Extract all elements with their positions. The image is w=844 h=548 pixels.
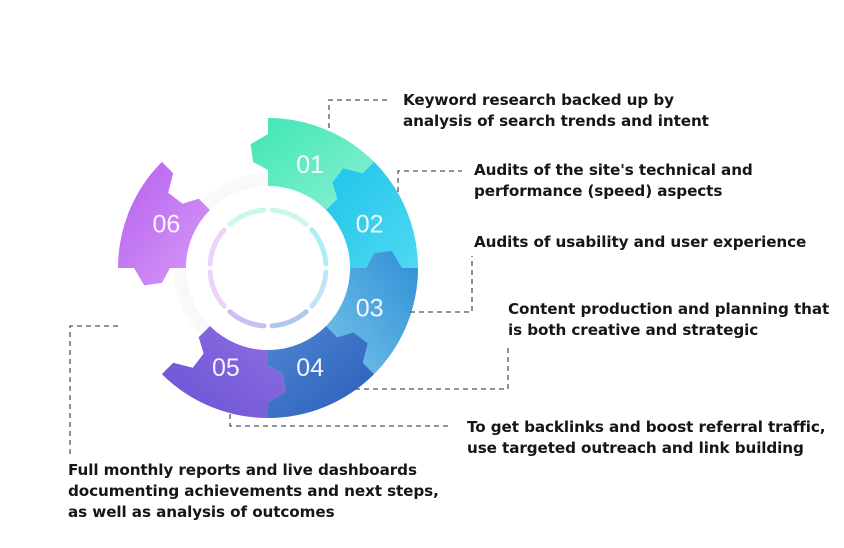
inner-ring-arc	[269, 207, 309, 227]
hub	[186, 186, 350, 350]
inner-ring-arc	[309, 269, 329, 309]
callout-06: Full monthly reports and live dashboards…	[68, 460, 439, 523]
leader-line-03	[410, 256, 473, 313]
segment-04	[268, 326, 375, 418]
callout-03: Audits of usability and user experience	[474, 232, 806, 253]
segment-number-05: 05	[212, 354, 240, 382]
callout-05-line-1: To get backlinks and boost referral traf…	[467, 418, 826, 436]
callout-06-line-3: as well as analysis of outcomes	[68, 503, 335, 521]
segment-05	[161, 326, 286, 418]
leader-line-06	[69, 325, 118, 455]
callout-02: Audits of the site's technical and perfo…	[474, 160, 753, 202]
segment-06	[117, 161, 210, 286]
inner-ring-arc	[269, 309, 309, 329]
segment-03	[326, 250, 418, 375]
segment-number-02: 02	[356, 211, 384, 239]
segment-number-04: 04	[296, 354, 324, 382]
leader-line-05	[229, 414, 452, 427]
inner-ring-arc	[227, 309, 267, 329]
leader-lines	[69, 99, 509, 455]
inner-ring-arc	[309, 227, 329, 267]
callout-03-line-1: Audits of usability and user experience	[474, 233, 807, 251]
segment-01	[250, 117, 375, 210]
leader-line-02	[397, 170, 462, 192]
callout-04-line-2: is both creative and strategic	[508, 321, 759, 339]
leader-line-01	[328, 99, 390, 128]
callout-05-line-2: use targeted outreach and link building	[467, 439, 804, 457]
inner-ring-arc	[207, 269, 227, 309]
segment-number-06: 06	[152, 211, 180, 239]
callout-02-line-2: performance (speed) aspects	[474, 182, 723, 200]
callout-01-line-2: analysis of search trends and intent	[403, 112, 709, 130]
callout-01-line-1: Keyword research backed up by	[403, 91, 674, 109]
callout-04: Content production and planning that is …	[508, 299, 829, 341]
segment-number-03: 03	[356, 295, 384, 323]
segments-layer	[117, 117, 418, 418]
callout-02-line-1: Audits of the site's technical and	[474, 161, 753, 179]
callout-06-line-2: documenting achievements and next steps,	[68, 482, 439, 500]
callout-06-line-1: Full monthly reports and live dashboards	[68, 461, 417, 479]
inner-progress-ring	[207, 207, 329, 329]
leader-line-04	[355, 346, 509, 390]
callout-05: To get backlinks and boost referral traf…	[467, 417, 826, 459]
callout-04-line-1: Content production and planning that	[508, 300, 830, 318]
inner-ring-arc	[207, 227, 227, 267]
segment-numbers: 01 02 03 04 05 06	[152, 151, 383, 382]
callout-01: Keyword research backed up by analysis o…	[403, 90, 709, 132]
segment-number-01: 01	[296, 151, 324, 179]
segment-02	[326, 161, 418, 268]
inner-ring-arc	[227, 207, 267, 227]
